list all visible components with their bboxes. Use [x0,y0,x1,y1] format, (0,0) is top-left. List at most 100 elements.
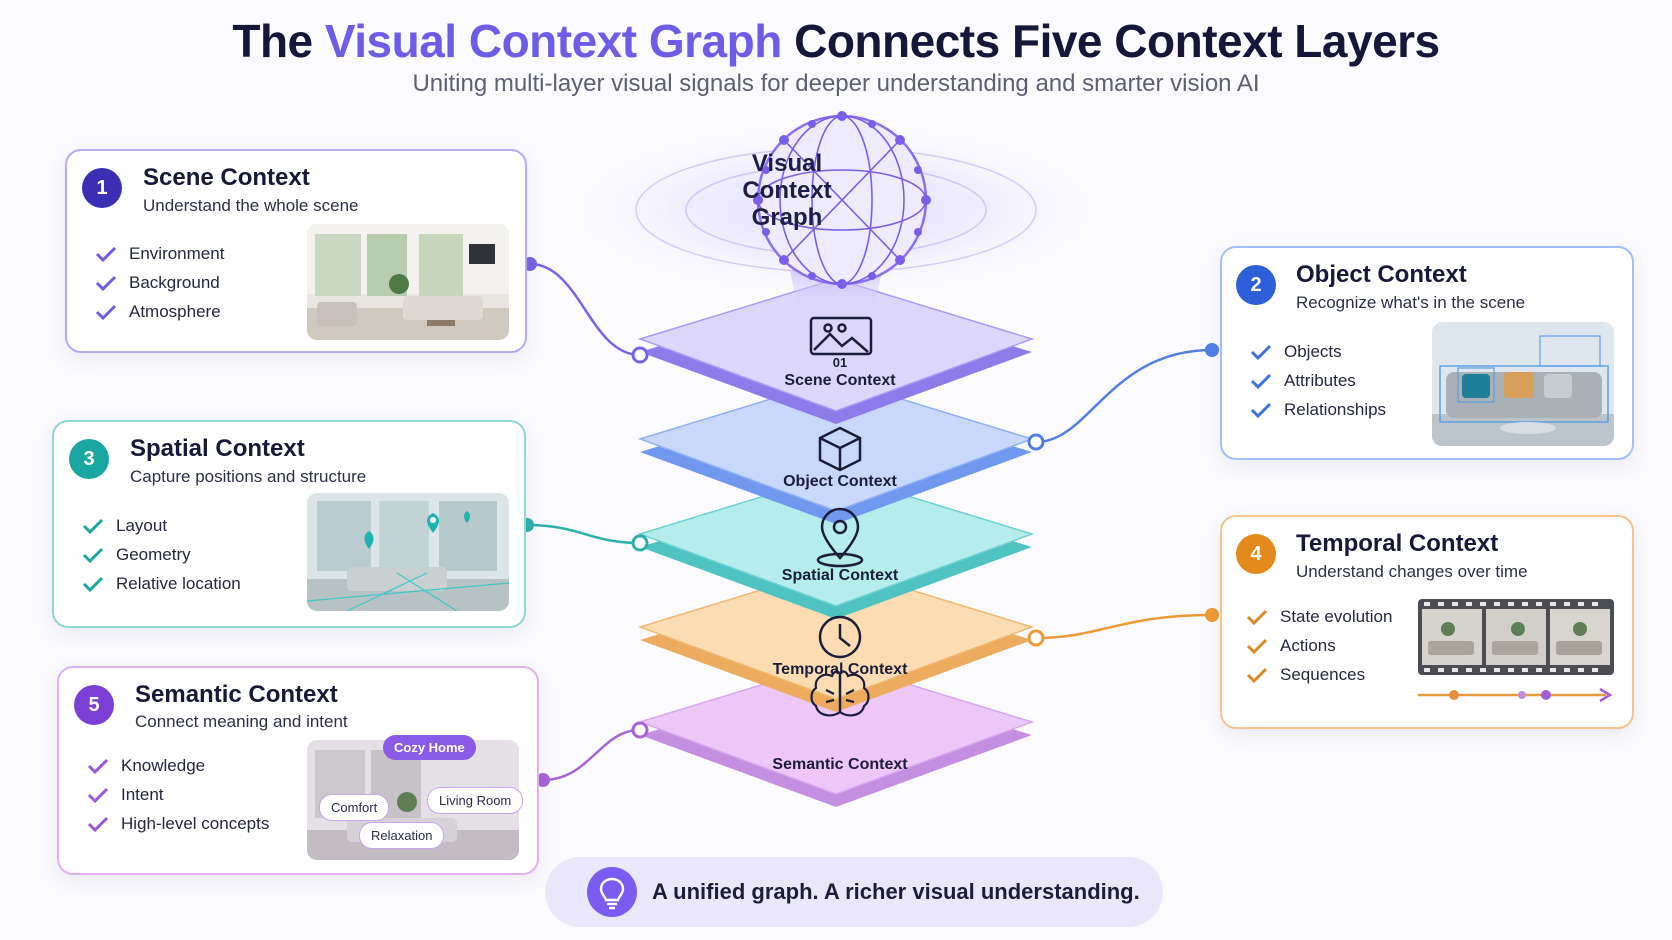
temporal-layer-label: Temporal Context [772,661,908,678]
banner-text: A unified graph. A richer visual underst… [652,879,1140,904]
card-item-list: Environment Background Atmosphere [95,239,224,326]
graph-nodes [753,111,931,289]
scene-room-image [307,224,509,340]
list-item-label: Knowledge [121,755,206,775]
semantic-tag: Living Room [427,787,524,814]
card-title: Spatial Context [130,435,305,462]
semantic-tag: Comfort [319,794,390,821]
check-icon [1250,373,1272,389]
card-item-list: Knowledge Intent High-level concepts [87,751,269,838]
list-item: Environment [95,239,224,268]
scene-layer-number: 01 [832,355,848,370]
check-icon [1250,402,1272,418]
check-icon [87,816,109,832]
card-object-context: 2 Object Context Recognize what's in the… [1220,246,1634,460]
page-subtitle: Uniting multi-layer visual signals for d… [412,70,1260,97]
list-item-label: Geometry [116,544,191,564]
card-subtitle: Understand changes over time [1296,562,1528,581]
graph-label-line: Visual [751,150,823,177]
card-subtitle: Recognize what's in the scene [1296,293,1526,312]
check-icon [87,758,109,774]
card-title: Object Context [1296,261,1467,288]
list-item-label: Objects [1284,341,1342,361]
list-item: High-level concepts [87,809,269,838]
card-title: Semantic Context [135,681,338,708]
check-icon [95,275,117,291]
card-semantic-context: 5 Semantic Context Connect meaning and i… [57,666,539,875]
card-number-badge: 2 [1236,265,1276,305]
card-number-badge: 4 [1236,534,1276,574]
card-spatial-context: 3 Spatial Context Capture positions and … [52,420,526,628]
clock-icon [818,615,862,659]
list-item-label: Sequences [1280,664,1366,684]
lightbulb-icon [587,867,637,917]
graph-label: Visual Context Graph [717,150,857,231]
check-icon [82,518,104,534]
list-item-label: Intent [121,784,164,804]
list-item: Relative location [82,569,241,598]
cube-icon [818,426,862,472]
graph-sphere [756,114,928,286]
list-item: Objects [1250,337,1386,366]
list-item-label: Relationships [1284,399,1387,419]
layer-scene [637,278,1035,424]
list-item-label: Layout [116,515,168,535]
list-item-label: Relative location [116,573,241,593]
list-item: State evolution [1246,602,1392,631]
timeline-arrow [1418,687,1613,703]
list-item: Knowledge [87,751,269,780]
card-scene-context: 1 Scene Context Understand the whole sce… [65,149,527,353]
check-icon [1246,667,1268,683]
layer-temporal [637,566,1035,712]
card-number-badge: 1 [82,168,122,208]
card-subtitle: Understand the whole scene [143,196,359,215]
list-item-label: High-level concepts [121,813,270,833]
card-number-badge: 5 [74,685,114,725]
card-title: Temporal Context [1296,530,1499,557]
list-item-label: Environment [129,243,225,263]
check-icon [87,787,109,803]
check-icon [82,576,104,592]
title-prefix: The [232,15,313,67]
list-item: Relationships [1250,395,1386,424]
list-item: Actions [1246,631,1392,660]
check-icon [95,246,117,262]
brain-icon [810,670,870,717]
semantic-tag: Relaxation [359,822,445,849]
list-item: Layout [82,511,241,540]
semantic-layer-label: Semantic Context [772,756,908,773]
page-title: The Visual Context Graph Connects Five C… [0,14,1672,68]
location-pin-icon [816,507,864,568]
spatial-layer-label: Spatial Context [781,567,899,584]
list-item: Atmosphere [95,297,224,326]
list-item: Sequences [1246,660,1392,689]
list-item-label: Atmosphere [129,301,221,321]
card-item-list: Objects Attributes Relationships [1250,337,1386,424]
card-subtitle: Capture positions and structure [130,467,367,486]
list-item-label: Background [129,272,220,292]
check-icon [95,304,117,320]
list-item: Background [95,268,224,297]
card-number-badge: 3 [69,439,109,479]
check-icon [1250,344,1272,360]
title-suffix: Connects Five Context Layers [794,15,1440,67]
graph-label-line: Graph [751,204,823,231]
list-item-label: Actions [1280,635,1336,655]
list-item-label: Attributes [1284,370,1356,390]
summary-banner: A unified graph. A richer visual underst… [545,857,1163,927]
spatial-room-image [307,493,509,611]
check-icon [1246,609,1268,625]
list-item: Attributes [1250,366,1386,395]
check-icon [1246,638,1268,654]
scene-layer-label: Scene Context [784,372,896,389]
card-subtitle: Connect meaning and intent [135,712,348,731]
list-item-label: State evolution [1280,606,1393,626]
image-icon [809,316,873,356]
object-sofa-image [1432,322,1614,446]
semantic-tag: Cozy Home [383,735,476,760]
card-item-list: State evolution Actions Sequences [1246,602,1392,689]
card-title: Scene Context [143,164,310,191]
object-layer-label: Object Context [783,473,897,490]
list-item: Intent [87,780,269,809]
